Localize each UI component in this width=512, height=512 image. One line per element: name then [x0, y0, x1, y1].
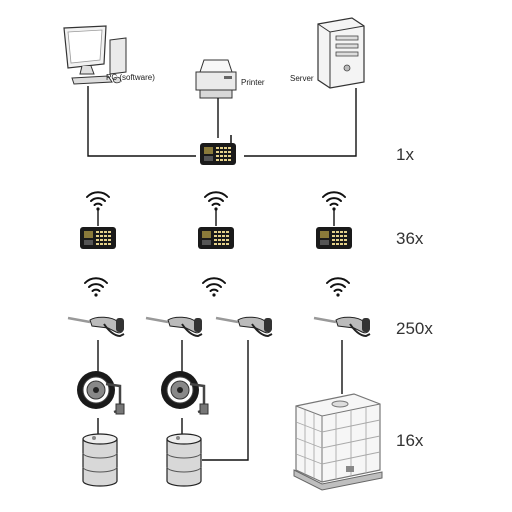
pc-label: PC (software) [106, 73, 155, 82]
master-count: 1x [396, 145, 414, 164]
nozzle-1-wifi-icon [84, 277, 108, 298]
nozzle-2-icon [144, 315, 204, 338]
server-cable [244, 88, 357, 157]
terminal-1-icon [80, 227, 116, 249]
terminal-count: 36x [396, 229, 424, 248]
wired-connections [87, 86, 357, 157]
drum-1-icon [82, 433, 118, 487]
ibc-tank-icon [293, 393, 383, 491]
nozzle-4-icon [312, 315, 372, 338]
nozzle-3-wifi-icon [326, 277, 350, 298]
terminal-1-wifi-icon [86, 191, 110, 212]
terminal-2-wifi-icon [204, 191, 228, 212]
printer-label: Printer [241, 78, 265, 87]
nozzle-3-icon [214, 315, 274, 338]
master-terminal-icon [200, 135, 236, 165]
terminal-3-wifi-icon [322, 191, 346, 212]
terminal-3-icon [316, 227, 352, 249]
hose-reel-2-icon [159, 369, 210, 416]
nozzle-1-icon [66, 315, 126, 338]
pc-cable [87, 86, 196, 157]
tank-count: 16x [396, 431, 424, 450]
server-label: Server [290, 74, 314, 83]
printer-icon [195, 59, 237, 99]
terminal-2-icon [198, 227, 234, 249]
server-icon [317, 17, 365, 89]
hose-3 [202, 340, 249, 461]
nozzle-count: 250x [396, 319, 433, 338]
hose-reel-1-icon [75, 369, 126, 416]
drum-2-icon [166, 433, 202, 487]
nozzle-2-wifi-icon [202, 277, 226, 298]
hose-lines [97, 340, 343, 461]
pc-icon [63, 25, 127, 85]
